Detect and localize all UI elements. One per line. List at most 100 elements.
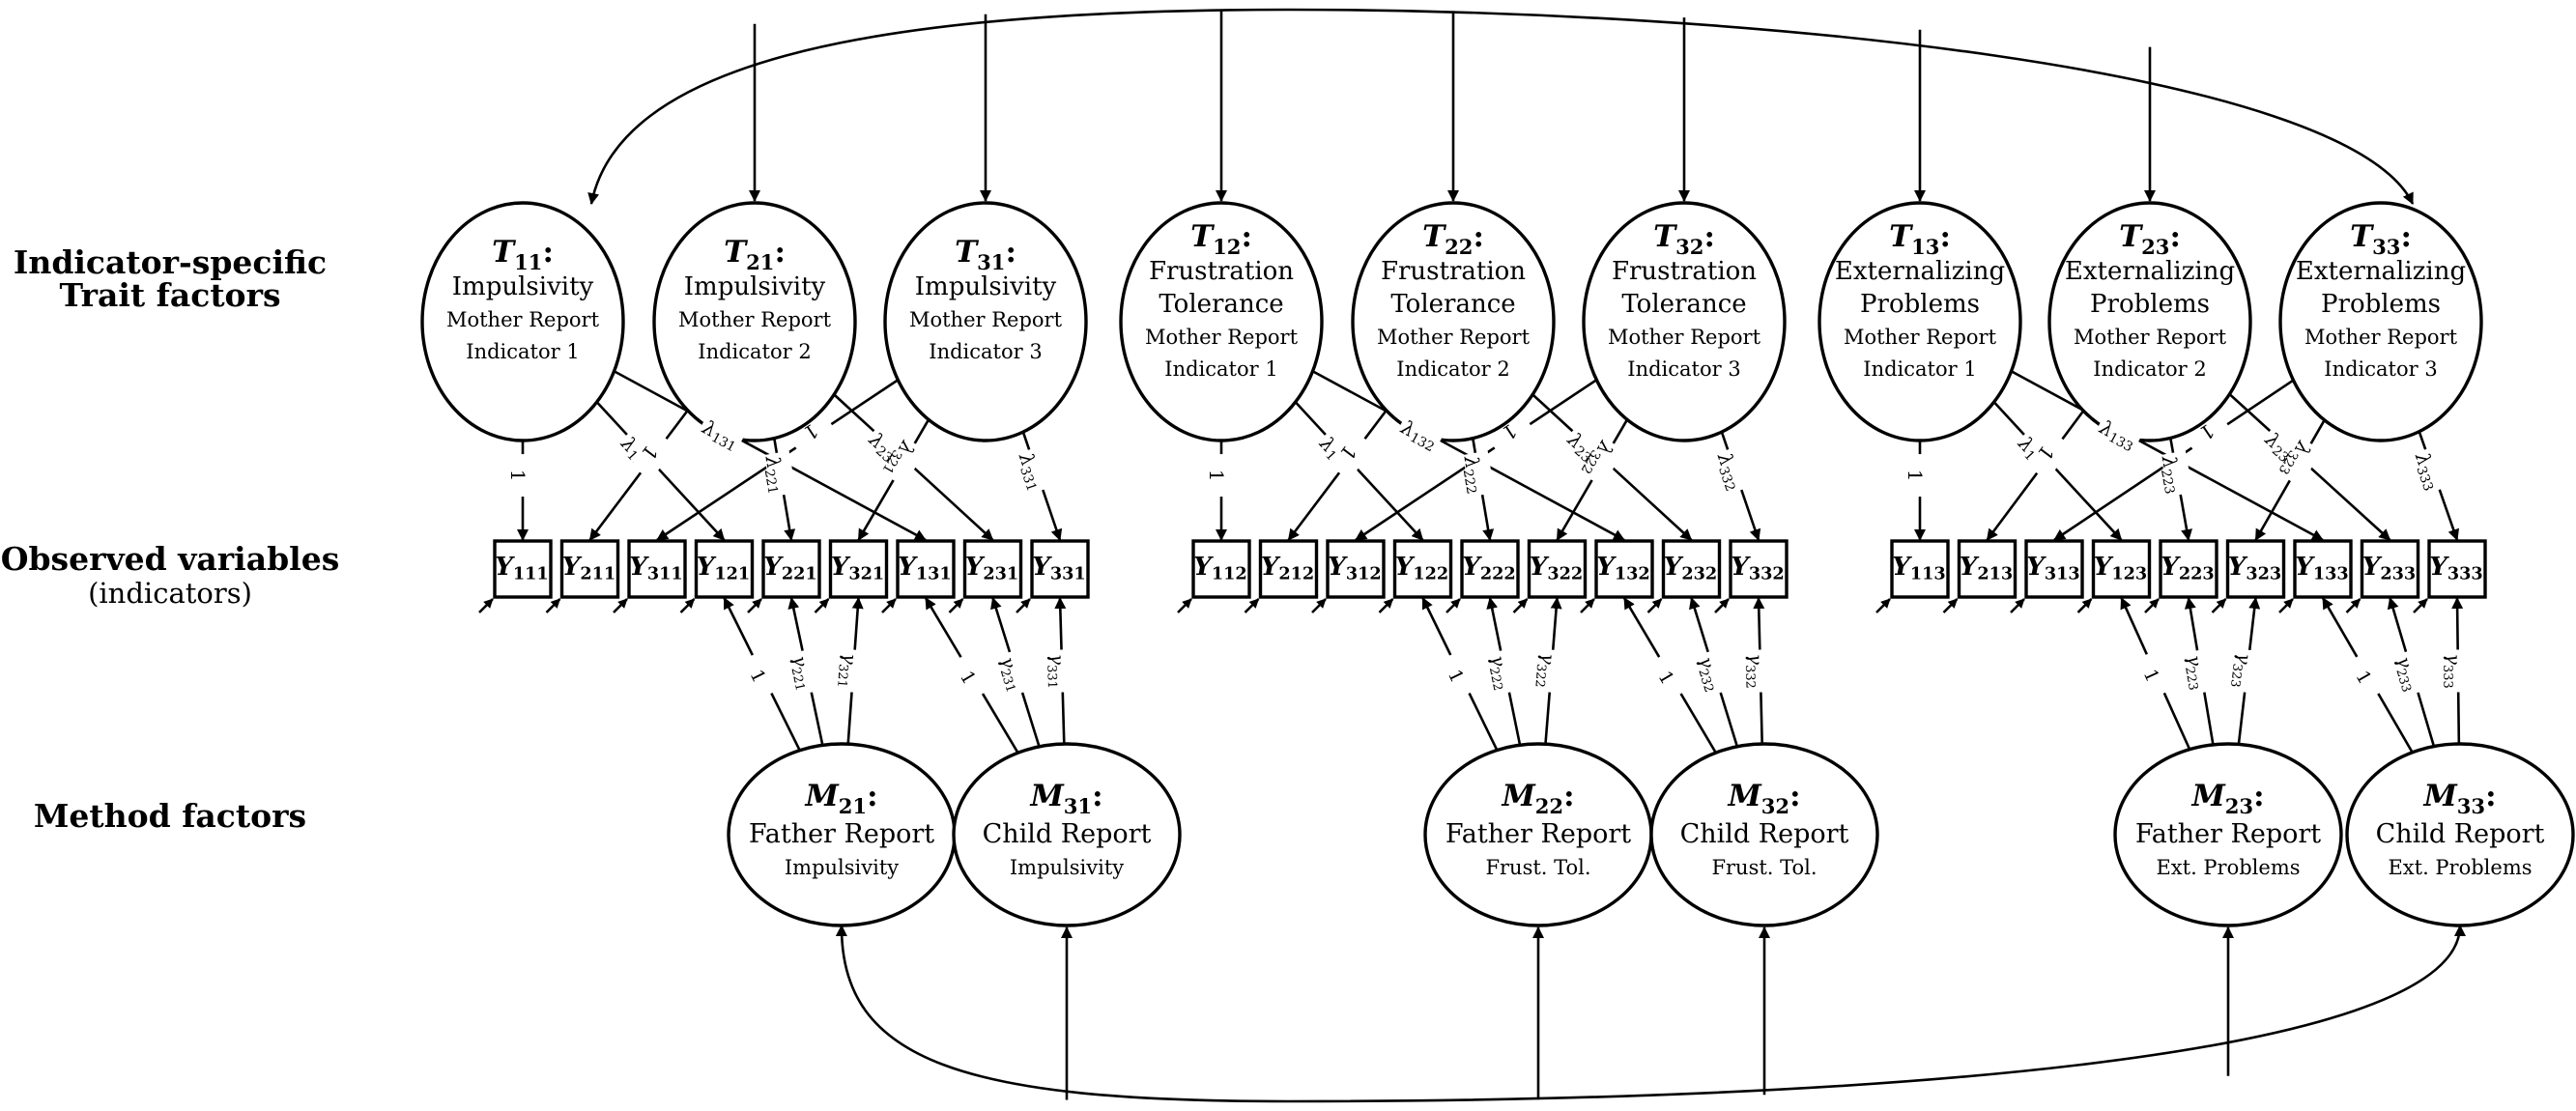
observed-variable-box: Y131 bbox=[896, 539, 956, 599]
method-loading-label: γ223 bbox=[2181, 653, 2210, 692]
method-loading-label-group: γ333 bbox=[2441, 649, 2471, 693]
observed-variable-label: Y313 bbox=[2026, 553, 2079, 584]
observed-variable-label: Y223 bbox=[2161, 553, 2214, 584]
residual-arrow bbox=[679, 598, 696, 613]
label-backdrop bbox=[2233, 648, 2262, 694]
residual-arrow bbox=[2211, 598, 2227, 613]
trait-factor-construct: Problems bbox=[1860, 290, 1980, 319]
residual-arrow bbox=[1177, 598, 1192, 613]
trait-factor-detail: Indicator 3 bbox=[1627, 357, 1740, 381]
method-loading-label-group: γ222 bbox=[1486, 648, 1521, 696]
label-backdrop bbox=[1489, 648, 1521, 696]
observed-variable-rect bbox=[1191, 539, 1251, 599]
observed-variable-box: Y332 bbox=[1729, 539, 1789, 599]
residual-arrow bbox=[1445, 598, 1461, 613]
observed-variable-box: Y113 bbox=[1890, 539, 1950, 599]
label-backdrop bbox=[1581, 437, 1624, 487]
observed-variable-box: Y111 bbox=[493, 539, 553, 599]
observed-variable-box: Y132 bbox=[1594, 539, 1654, 599]
method-covariance-arc-left bbox=[835, 925, 1289, 1103]
observed-variable-label: Y111 bbox=[495, 553, 548, 584]
method-factor-symbol: M22: bbox=[1501, 779, 1574, 818]
label-backdrop bbox=[2186, 648, 2217, 695]
trait-loading-label: 1 bbox=[507, 470, 530, 482]
method-factor-symbol: M31: bbox=[1029, 779, 1102, 818]
trait-factor-construct: Tolerance bbox=[1621, 290, 1746, 319]
trait-row-label-line2: Trait factors bbox=[59, 276, 280, 314]
trait-factor-ellipse bbox=[883, 201, 1088, 442]
method-loading-label-group: γ332 bbox=[1742, 649, 1773, 693]
method-covariance-arc-right bbox=[1287, 925, 2466, 1103]
observed-variable-rect bbox=[1030, 539, 1090, 599]
residual-arrow bbox=[948, 598, 964, 613]
label-backdrop bbox=[1715, 445, 1754, 495]
observed-variable-label: Y322 bbox=[1530, 553, 1583, 584]
observed-variable-rect bbox=[1890, 539, 1950, 599]
trait-factor-symbol: T32: bbox=[1653, 219, 1715, 259]
residual-arrow bbox=[1646, 598, 1663, 613]
residual-arrow bbox=[2076, 598, 2093, 613]
method-loading-label-group: γ321 bbox=[835, 648, 867, 694]
method-loading-label-group: 1 bbox=[951, 651, 993, 700]
observed-variable-label: Y212 bbox=[1261, 553, 1314, 584]
method-factor-construct: Ext. Problems bbox=[2388, 856, 2532, 879]
residual-arrow bbox=[814, 598, 830, 613]
residual-arrow bbox=[2413, 598, 2428, 613]
trait-loading-label-group: λ222 bbox=[1460, 450, 1495, 498]
trait-factor-construct: Frustration bbox=[1612, 257, 1757, 286]
trait-covariance-arc-right bbox=[1287, 8, 2415, 205]
label-backdrop bbox=[2413, 444, 2452, 495]
observed-variable-rect bbox=[1594, 539, 1654, 599]
method-loading-label-group: 1 bbox=[2346, 650, 2389, 699]
trait-factor-ellipse bbox=[1818, 201, 2022, 442]
trait-factor-construct: Externalizing bbox=[2065, 257, 2235, 286]
residual-arrow bbox=[2278, 598, 2294, 613]
observed-variable-box: Y221 bbox=[761, 539, 821, 599]
method-factor-source: Father Report bbox=[1445, 819, 1631, 849]
trait-factor-detail: Indicator 3 bbox=[2324, 357, 2437, 381]
method-factor-ellipse bbox=[2345, 742, 2575, 927]
trait-factor-ellipse bbox=[652, 201, 857, 442]
method-loading-label-group: 1 bbox=[742, 649, 783, 698]
method-loading-label-group: 1 bbox=[2135, 649, 2175, 698]
trait-factor-detail: Mother Report bbox=[1145, 326, 1299, 349]
method-loading-label: γ331 bbox=[1044, 653, 1068, 689]
residual-arrow bbox=[1512, 598, 1529, 613]
trait-factor-detail: Mother Report bbox=[1377, 326, 1531, 349]
trait-factor-detail: Mother Report bbox=[2304, 326, 2458, 349]
residual-arrow bbox=[1875, 598, 1891, 613]
observed-row-label-line1: Observed variables bbox=[1, 540, 340, 578]
label-backdrop bbox=[510, 454, 535, 498]
label-backdrop bbox=[1907, 454, 1932, 498]
trait-factor-detail: Indicator 1 bbox=[1863, 357, 1976, 381]
observed-variable-rect bbox=[1527, 539, 1588, 599]
observed-variable-rect bbox=[1661, 539, 1722, 599]
method-row-label: Method factors bbox=[34, 797, 306, 835]
observed-variable-box: Y311 bbox=[627, 539, 687, 599]
residual-arrow bbox=[2144, 598, 2160, 613]
observed-variable-rect bbox=[1957, 539, 2018, 599]
observed-variable-box: Y222 bbox=[1460, 539, 1520, 599]
observed-variable-label: Y332 bbox=[1731, 553, 1784, 584]
label-backdrop bbox=[951, 651, 993, 700]
observed-variable-label: Y122 bbox=[1395, 553, 1448, 584]
trait-factor-detail: Mother Report bbox=[2074, 326, 2227, 349]
label-backdrop bbox=[1016, 445, 1055, 495]
observed-variable-box: Y231 bbox=[962, 539, 1023, 599]
residual-arrow bbox=[2010, 598, 2025, 613]
label-backdrop bbox=[1463, 450, 1495, 498]
observed-variable-label: Y131 bbox=[898, 553, 951, 584]
label-backdrop bbox=[2095, 409, 2145, 452]
observed-variable-label: Y121 bbox=[697, 553, 750, 584]
observed-variable-label: Y311 bbox=[629, 553, 682, 584]
trait-loading-label-group: λ331 bbox=[1015, 445, 1055, 495]
method-loading-label: γ321 bbox=[835, 652, 861, 689]
row-labels: Indicator-specific Trait factors Observe… bbox=[1, 243, 340, 835]
